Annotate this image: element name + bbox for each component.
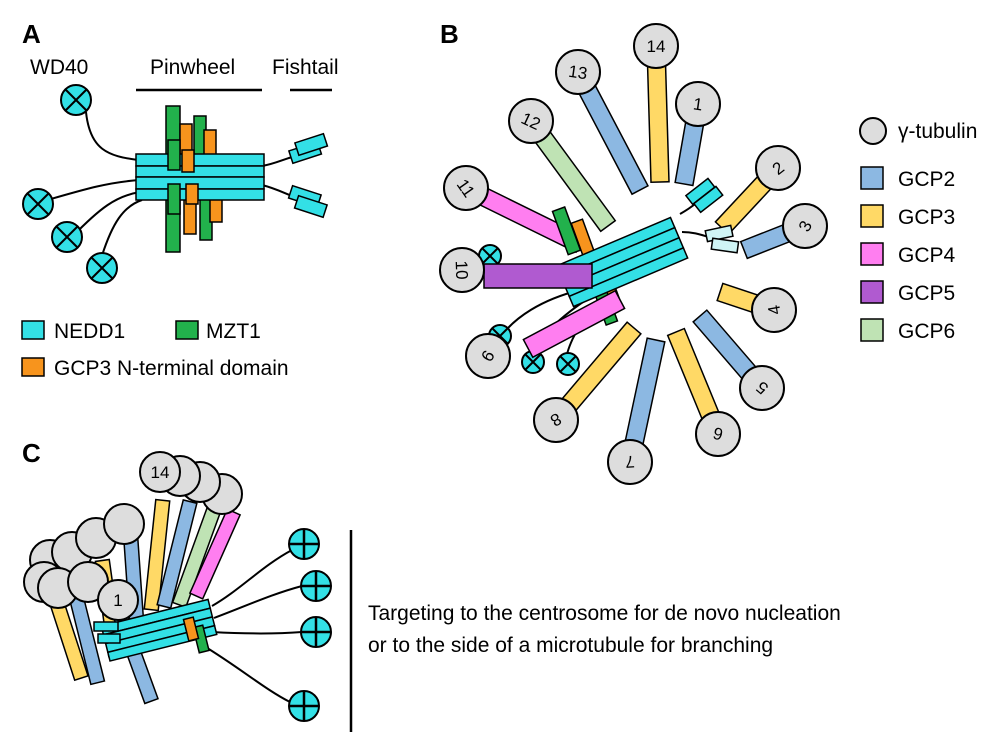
legend-swatch-gcp5: [860, 280, 884, 304]
panel-b: B: [439, 19, 977, 485]
gcp4-front: [522, 289, 626, 359]
hub-front-bars-b: [483, 263, 626, 359]
wd40-propellers-a: [22, 84, 118, 284]
legend-gcp3-label: GCP3: [898, 206, 955, 229]
fishtail-b: [684, 177, 740, 254]
legend-mzt1-label: MZT1: [206, 320, 261, 343]
panel-c-connectors: [203, 549, 303, 703]
wd40-circle-icon: [86, 252, 118, 284]
subunit-number-4: 4: [764, 304, 784, 317]
gtusc-spokes: [461, 44, 810, 465]
legend-swatch-gcp4: [860, 242, 884, 266]
wd40-circle-icon: [300, 616, 332, 648]
gamma-tubulin-head-6: [695, 411, 741, 457]
legend-swatch-gcp6: [860, 318, 884, 342]
pinwheel-label: Pinwheel: [150, 56, 235, 79]
legend-gamma-tubulin-label: γ-tubulin: [898, 120, 977, 143]
nedd1-core-a: [135, 153, 265, 201]
legend-swatch-gamma-tubulin: [859, 117, 887, 145]
gamma-tubulin-head-10: [439, 247, 485, 293]
wd40-circle-icon: [51, 221, 83, 253]
fishtail-label: Fishtail: [272, 56, 339, 79]
legend-swatch-gcp3: [860, 204, 884, 228]
legend-a: NEDD1 MZT1 GCP3 N-terminal domain: [21, 320, 289, 380]
gamma-tubulin-head-1: [675, 81, 721, 127]
gamma-tubulin-head-11: [443, 165, 489, 211]
panel-b-label: B: [440, 19, 459, 49]
gamma-tubulin-head-5: [739, 365, 785, 411]
legend-b: γ-tubulin GCP2 GCP3 GCP4 GCP5 GCP6: [859, 117, 977, 343]
subunit-number-7: 7: [625, 452, 636, 472]
gamma-tubulin-head-14: [633, 23, 679, 69]
fishtail-a: [287, 132, 329, 219]
legend-gcp3-nterm-label: GCP3 N-terminal domain: [54, 357, 289, 380]
gamma-tubulin-head-4: [751, 287, 797, 333]
gcp5-front: [483, 263, 593, 289]
targeting-text-line-1: Targeting to the centrosome for de novo …: [368, 602, 841, 625]
panel-a-label: A: [22, 19, 41, 49]
wd40-circle-icon: [288, 528, 320, 560]
legend-nedd1-label: NEDD1: [54, 320, 125, 343]
hub-accessory-c: [93, 616, 210, 654]
wd40-circle-icon: [521, 350, 545, 374]
panel-c-label: C: [22, 438, 41, 468]
subunit-number-14-c: 14: [151, 463, 170, 482]
panel-c: C 14 1: [22, 438, 841, 732]
subunit-number-13: 13: [567, 62, 588, 83]
wd40-circle-icon: [60, 84, 92, 116]
legend-gcp6-label: GCP6: [898, 320, 955, 343]
gamma-tubulin-head-2: [755, 145, 801, 191]
gamma-tubulin-head-13: [555, 49, 601, 95]
wd40-circle-icon: [288, 690, 320, 722]
gamma-tubulin-heads-c: [23, 451, 243, 621]
legend-gcp5-label: GCP5: [898, 282, 955, 305]
subunit-number-14: 14: [647, 37, 666, 56]
gamma-tubulin-head-8: [533, 397, 579, 443]
gamma-tubulin-head-7: [607, 439, 653, 485]
legend-swatch-gcp3-nterm: [21, 357, 45, 377]
targeting-text-line-2: or to the side of a microtubule for bran…: [368, 634, 773, 657]
legend-swatch-gcp2: [860, 166, 884, 190]
subunit-number-1: 1: [692, 94, 704, 114]
pinwheel-front-a: [167, 139, 199, 215]
legend-gcp2-label: GCP2: [898, 168, 955, 191]
wd40-circle-icon: [300, 570, 332, 602]
gamma-tubulin-head-icon: [97, 579, 139, 621]
wd40-circle-icon: [22, 188, 54, 220]
gamma-tubulin-head-icon: [139, 451, 181, 493]
legend-swatch-nedd1: [21, 320, 45, 340]
panel-a: A WD40 Pinwheel Fishtail: [21, 19, 339, 380]
gamma-tubulin-head-12: [508, 98, 554, 144]
gamma-tubulin-head-3: [782, 203, 828, 249]
wd40-label: WD40: [30, 56, 88, 79]
wd40-propellers-c: [288, 528, 332, 722]
legend-gcp4-label: GCP4: [898, 244, 956, 267]
gamma-tubulin-head-icon: [103, 503, 145, 545]
gamma-tubulin-head-9: [465, 333, 511, 379]
subunit-number-10: 10: [452, 260, 472, 280]
wd40-circle-icon: [556, 352, 580, 376]
subunit-number-1-c: 1: [113, 591, 122, 610]
legend-swatch-mzt1: [175, 320, 199, 340]
